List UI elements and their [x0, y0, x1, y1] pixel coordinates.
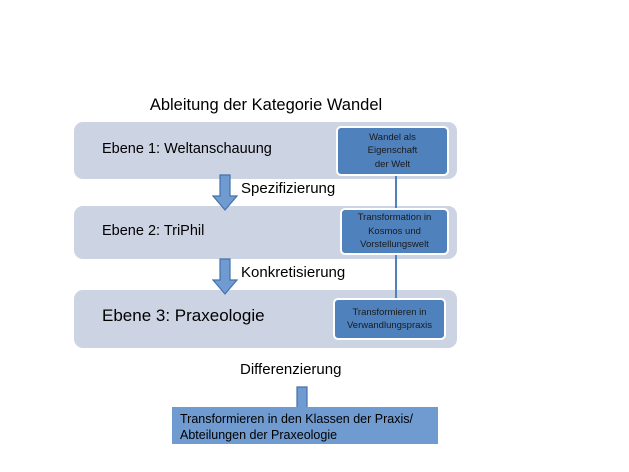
down-block-arrow-icon-2: [212, 258, 238, 296]
level-label-1: Ebene 1: Weltanschauung: [102, 141, 272, 157]
transition-label-2: Konkretisierung: [241, 264, 346, 281]
final-box-line-2: Abteilungen der Praxeologie: [180, 428, 338, 442]
callout-3-line-1: Transformieren in: [352, 306, 427, 318]
callout-box-3[interactable]: Transformieren in Verwandlungspraxis: [333, 298, 446, 340]
page-title: Ableitung der Kategorie Wandel: [149, 96, 383, 114]
level-label-2: Ebene 2: TriPhil: [102, 223, 205, 239]
down-block-arrow-icon-1: [212, 174, 238, 212]
callout-box-2[interactable]: Transformation in Kosmos und Vorstellung…: [340, 208, 449, 255]
final-result-box[interactable]: Transformieren in den Klassen der Praxis…: [172, 407, 438, 444]
level-label-3: Ebene 3: Praxeologie: [102, 306, 265, 325]
callout-2-line-2: Kosmos und: [368, 225, 421, 237]
callout-3-line-2: Verwandlungspraxis: [346, 320, 433, 331]
callout-1-line-2: Eigenschaft: [367, 145, 418, 157]
callout-2-line-1: Transformation in: [357, 212, 432, 224]
callout-2-line-3: Vorstellungswelt: [360, 239, 429, 251]
callout-connector-line-2: [395, 253, 397, 301]
callout-box-1[interactable]: Wandel als Eigenschaft der Welt: [336, 126, 449, 176]
transition-label-3: Differenzierung: [240, 361, 342, 378]
final-box-line-1: Transformieren in den Klassen der Praxis…: [180, 412, 413, 426]
callout-1-line-1: Wandel als: [369, 131, 416, 143]
callout-1-line-3: der Welt: [374, 158, 411, 170]
callout-connector-line-1: [395, 176, 397, 210]
transition-label-1: Spezifizierung: [241, 180, 336, 197]
